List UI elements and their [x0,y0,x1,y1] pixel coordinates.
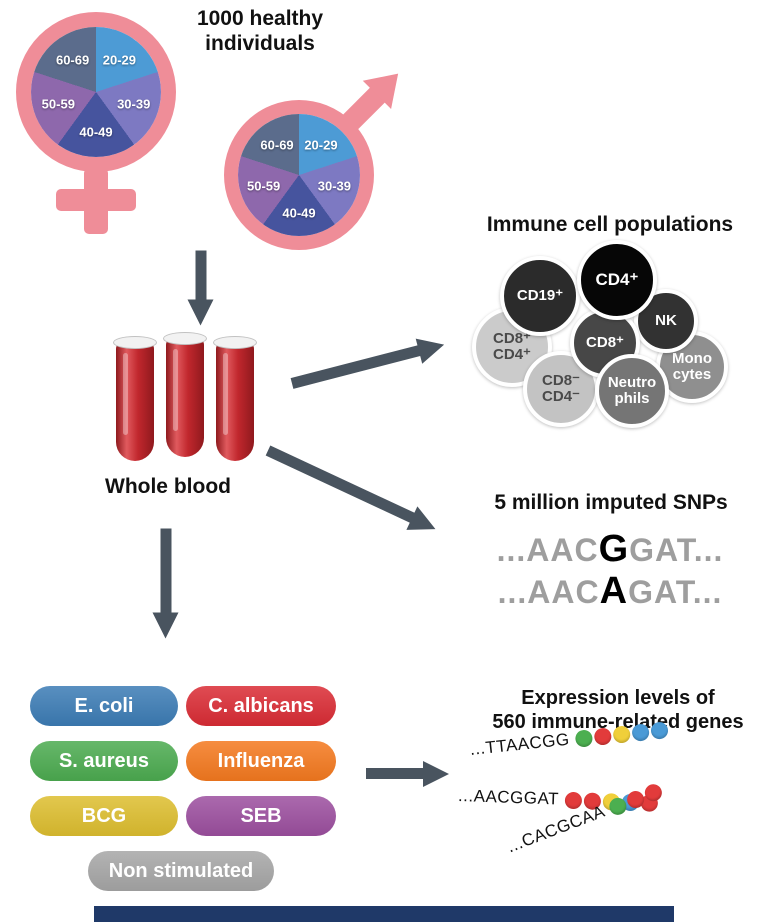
tube-cap [213,336,257,349]
pie-label-50-59: 50-59 [246,178,281,194]
gene-sequence-text: ...CACGCAA [504,801,608,857]
stimulus-e-coli: E. coli [30,686,178,726]
sequence-text: GAT... [628,574,723,610]
snps-title: 5 million imputed SNPs [494,491,728,514]
cell-label: CD8⁺ [586,334,624,352]
cell-label: NK [655,312,677,330]
stimulus-label: Influenza [217,749,305,772]
pie-label-60-69: 60-69 [260,137,294,152]
cell-neutrophils: Neutro phils [595,354,669,428]
gene-sequence-text: ...AACGGAT [457,786,560,809]
cell-cd8-cd4-double-negative: CD8⁻ CD4⁻ [523,351,599,427]
expression-title: Expression levels of 560 immune-related … [492,687,744,733]
tube-cap [163,332,207,345]
snp-allele: G [598,528,630,570]
cell-cd19: CD19⁺ [500,256,580,336]
stimulus-label: C. albicans [208,694,314,717]
sequence-text: ...AAC [497,574,600,610]
bottom-panel-edge [94,906,674,922]
snp-allele: A [599,570,629,612]
arrow-blood-to-stimuli [160,528,172,614]
expression-dot [574,728,594,748]
snp-sequence-line: ...AACAGAT... [450,570,770,613]
expression-dot [564,791,583,809]
tube-cap [113,336,157,349]
expression-dot [631,722,650,742]
stimulus-label: SEB [240,804,282,827]
stimulus-label: BCG [81,804,127,827]
expression-dot [650,720,669,740]
cell-label: CD8⁻ CD4⁻ [542,372,580,405]
pie-label-40-49: 40-49 [79,124,113,140]
cell-cd4: CD4⁺ [577,240,657,320]
blood-tube [213,336,257,461]
stimulus-bcg: BCG [30,796,178,836]
female-symbol-crossbar [56,189,136,211]
sequence-text: ...AAC [496,532,599,568]
female-age-pie: 20-29 30-39 40-49 50-59 60-69 [31,27,161,157]
pie-label-30-39: 30-39 [317,178,351,194]
pie-label-40-49: 40-49 [282,205,316,221]
expression-dot [612,724,632,744]
stimulus-s-aureus: S. aureus [30,741,178,781]
stimulus-label: Non stimulated [108,859,254,882]
female-symbol-circle: 20-29 30-39 40-49 50-59 60-69 [16,12,176,172]
whole-blood-label: Whole blood [105,475,231,498]
expression-dot [642,781,665,804]
snp-sequence-line: ...AACGGAT... [450,528,770,571]
stimulus-label: E. coli [74,694,134,717]
pie-label-30-39: 30-39 [117,96,151,112]
pie-label-20-29: 20-29 [304,137,338,152]
stimulus-non-stimulated: Non stimulated [88,851,274,891]
pie-label-20-29: 20-29 [102,52,137,67]
sequence-text: GAT... [629,532,724,568]
blood-tube [163,332,207,457]
expression-dot [593,726,613,746]
expression-dot [624,788,647,810]
arrow-blood-to-snps [265,445,416,524]
arrow-blood-to-cell-populations [290,345,422,389]
stimulus-influenza: Influenza [186,741,336,781]
expression-dot [606,794,629,817]
cell-label: Mono cytes [672,350,712,383]
arrow-individuals-to-blood [195,250,207,301]
gene-sequence-text: ...TTAACGG [468,729,571,759]
pie-label-60-69: 60-69 [55,52,90,67]
male-age-pie: 20-29 30-39 40-49 50-59 60-69 [238,114,360,236]
cell-label: CD8⁺ CD4⁺ [493,330,531,363]
male-symbol-circle: 20-29 30-39 40-49 50-59 60-69 [224,100,374,250]
stimulus-label: S. aureus [58,749,150,772]
cell-label: CD4⁺ [595,270,639,290]
pie-label-50-59: 50-59 [41,96,75,112]
stimulus-c-albicans: C. albicans [186,686,336,726]
cell-label: Neutro phils [607,374,657,407]
arrow-stimuli-to-expression [366,761,449,787]
cell-label: CD19⁺ [516,287,564,305]
blood-tube [113,336,157,461]
figure-title: 1000 healthy individuals [196,7,324,56]
immune-populations-title: Immune cell populations [486,213,734,236]
stimulus-seb: SEB [186,796,336,836]
